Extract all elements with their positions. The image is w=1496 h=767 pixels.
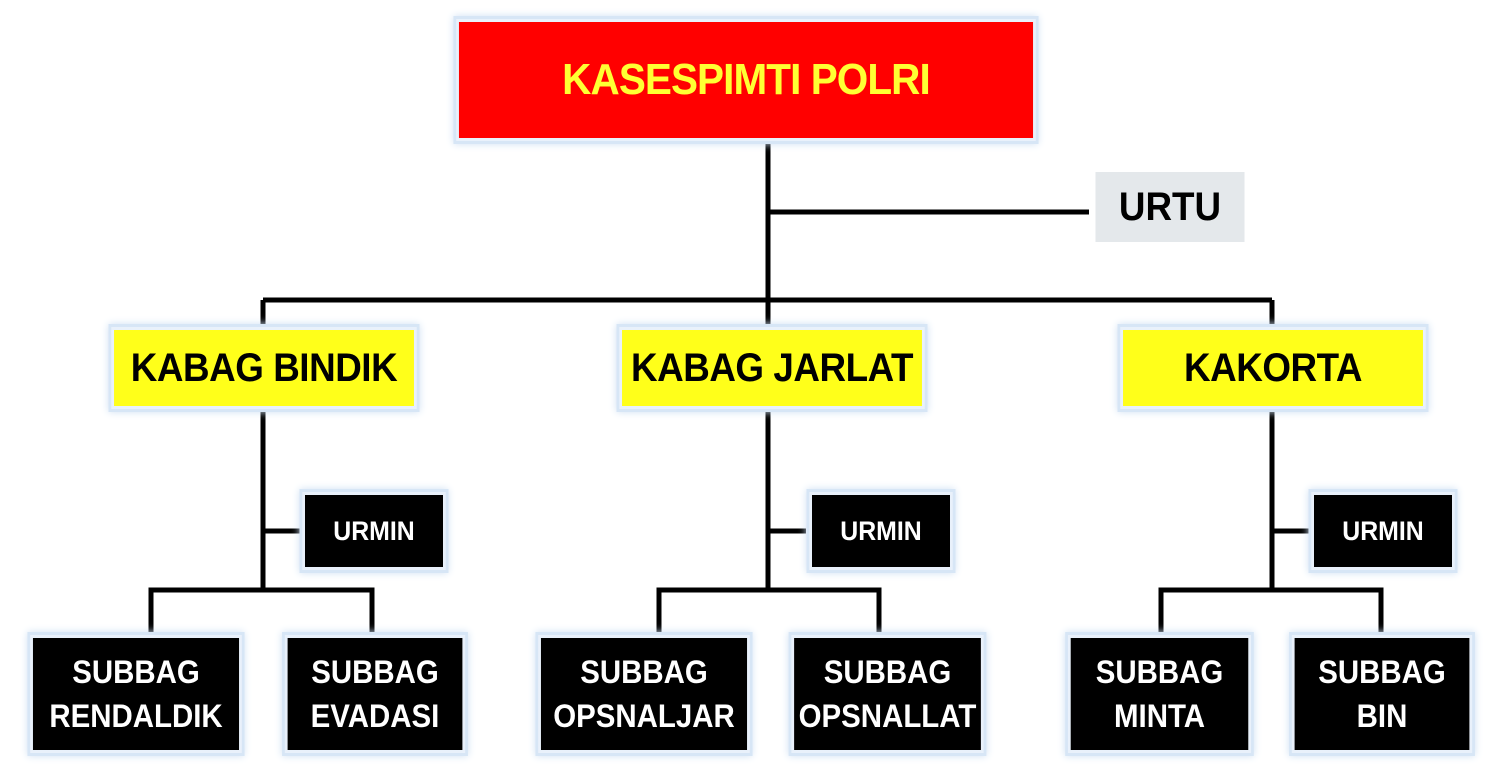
head-label: KASESPIMTI POLRI bbox=[562, 55, 931, 104]
div1-unit-bus bbox=[148, 587, 375, 636]
unit-box-minta: SUBBAG MINTA bbox=[1070, 638, 1249, 750]
unit-box-opsnaljar: SUBBAG OPSNALJAR bbox=[540, 638, 748, 750]
division-label: KAKORTA bbox=[1183, 345, 1363, 390]
unit-label-line1: SUBBAG bbox=[1095, 654, 1224, 690]
staff-box: URTU bbox=[1095, 172, 1245, 242]
unit-box-bin: SUBBAG BIN bbox=[1294, 638, 1470, 750]
unit-box-opsnallat: SUBBAG OPSNALLAT bbox=[794, 638, 981, 750]
unit-label-line2: BIN bbox=[1356, 698, 1408, 734]
unit-box-evadasi: SUBBAG EVADASI bbox=[287, 638, 463, 750]
admin-label: URMIN bbox=[333, 515, 415, 546]
unit-box-rendaldik: SUBBAG RENDALDIK bbox=[32, 638, 240, 750]
unit-label-line2: MINTA bbox=[1113, 698, 1206, 734]
division-box-jarlat: KABAG JARLAT bbox=[622, 330, 922, 406]
admin-label: URMIN bbox=[1342, 515, 1424, 546]
admin-box-bindik: URMIN bbox=[305, 495, 443, 567]
staff-label: URTU bbox=[1118, 184, 1222, 229]
unit-label-line1: SUBBAG bbox=[1318, 654, 1446, 690]
unit-label-line2: OPSNALLAT bbox=[798, 698, 977, 734]
unit-label-line2: RENDALDIK bbox=[49, 698, 223, 734]
division-label: KABAG JARLAT bbox=[630, 345, 914, 390]
unit-label-line1: SUBBAG bbox=[311, 654, 439, 690]
admin-label: URMIN bbox=[840, 515, 922, 546]
div3-unit-bus bbox=[1158, 587, 1384, 636]
division-box-bindik: KABAG BINDIK bbox=[114, 330, 414, 406]
head-box: KASESPIMTI POLRI bbox=[458, 22, 1034, 138]
unit-label-line1: SUBBAG bbox=[72, 654, 200, 690]
division-label: KABAG BINDIK bbox=[130, 345, 398, 390]
unit-label-line1: SUBBAG bbox=[823, 654, 952, 690]
unit-label-line2: EVADASI bbox=[310, 698, 440, 734]
admin-box-jarlat: URMIN bbox=[812, 495, 950, 567]
unit-label-line1: SUBBAG bbox=[580, 654, 708, 690]
div2-unit-bus bbox=[656, 587, 882, 636]
admin-box-korta: URMIN bbox=[1314, 495, 1452, 567]
unit-label-line2: OPSNALJAR bbox=[553, 698, 735, 734]
division-box-korta: KAKORTA bbox=[1123, 330, 1423, 406]
